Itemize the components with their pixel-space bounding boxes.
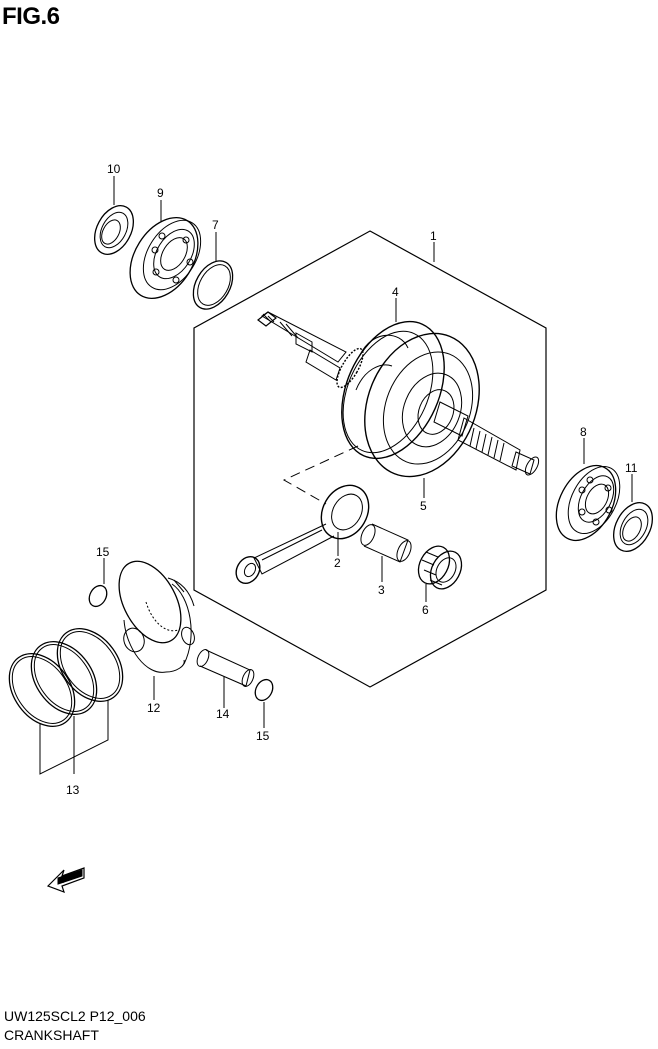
callout-8: 8: [580, 425, 587, 439]
callout-4: 4: [392, 285, 399, 299]
callout-9: 9: [157, 186, 164, 200]
part-10-oil-seal: [87, 199, 141, 261]
part-2-connecting-rod: [231, 477, 378, 588]
assembly-boundary-1: [194, 231, 546, 687]
part-12-piston: [106, 551, 196, 672]
callout-3: 3: [378, 583, 385, 597]
part-7-circlip: [185, 254, 240, 316]
dashed-leader-rod: [284, 446, 358, 504]
part-8-bearing: [544, 455, 630, 550]
callout-1: 1: [430, 229, 437, 243]
part-15-circlip-lower: [252, 677, 276, 704]
part-14-piston-pin: [195, 648, 256, 689]
callout-13: 13: [66, 783, 80, 797]
figure-code: UW125SCL2 P12_006: [4, 1008, 146, 1024]
part-6-needle-bearing: [412, 541, 468, 594]
callout-10: 10: [107, 162, 121, 176]
leader-lines: [40, 176, 632, 774]
callout-14: 14: [216, 707, 230, 721]
callout-2: 2: [334, 556, 341, 570]
part-3-crank-pin: [358, 523, 414, 564]
callout-12: 12: [147, 701, 161, 715]
callout-7: 7: [212, 218, 219, 232]
part-13-piston-rings: [0, 616, 136, 739]
fwd-arrow-icon: [48, 868, 84, 892]
figure-caption: CRANKSHAFT: [4, 1027, 99, 1043]
callout-15-lower: 15: [256, 729, 270, 743]
callout-5: 5: [420, 499, 427, 513]
part-9-bearing: [116, 205, 212, 310]
callout-15-upper: 15: [96, 545, 110, 559]
callout-11: 11: [625, 461, 638, 475]
part-4-crankshaft: [258, 306, 541, 494]
part-15-circlip-upper: [86, 583, 110, 610]
figure-title: FIG.6: [2, 3, 60, 30]
callout-6: 6: [422, 603, 429, 617]
part-11-oil-seal: [606, 496, 658, 558]
